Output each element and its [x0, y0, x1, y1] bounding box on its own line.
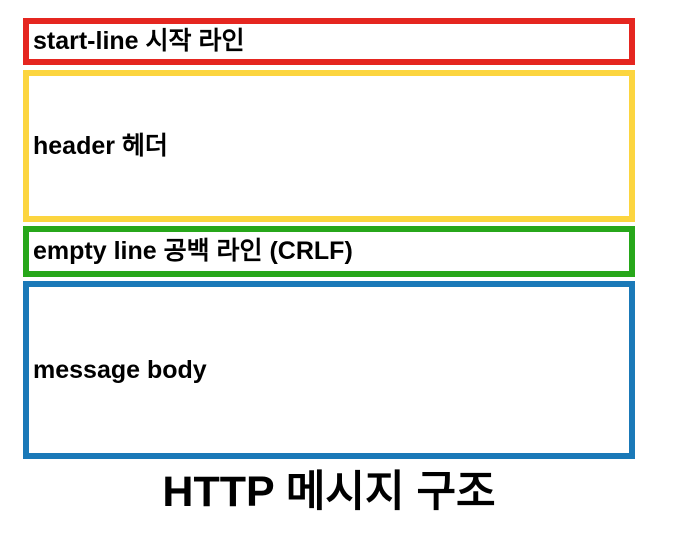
header-box: header 헤더 — [23, 70, 635, 222]
message-body-box: message body — [23, 281, 635, 459]
empty-line-box: empty line 공백 라인 (CRLF) — [23, 226, 635, 277]
diagram-title: HTTP 메시지 구조 — [162, 467, 496, 516]
empty-line-label: empty line 공백 라인 (CRLF) — [33, 237, 353, 265]
header-label: header 헤더 — [33, 131, 168, 160]
message-body-label: message body — [33, 355, 207, 384]
start-line-box: start-line 시작 라인 — [23, 18, 635, 65]
start-line-label: start-line 시작 라인 — [33, 27, 245, 55]
